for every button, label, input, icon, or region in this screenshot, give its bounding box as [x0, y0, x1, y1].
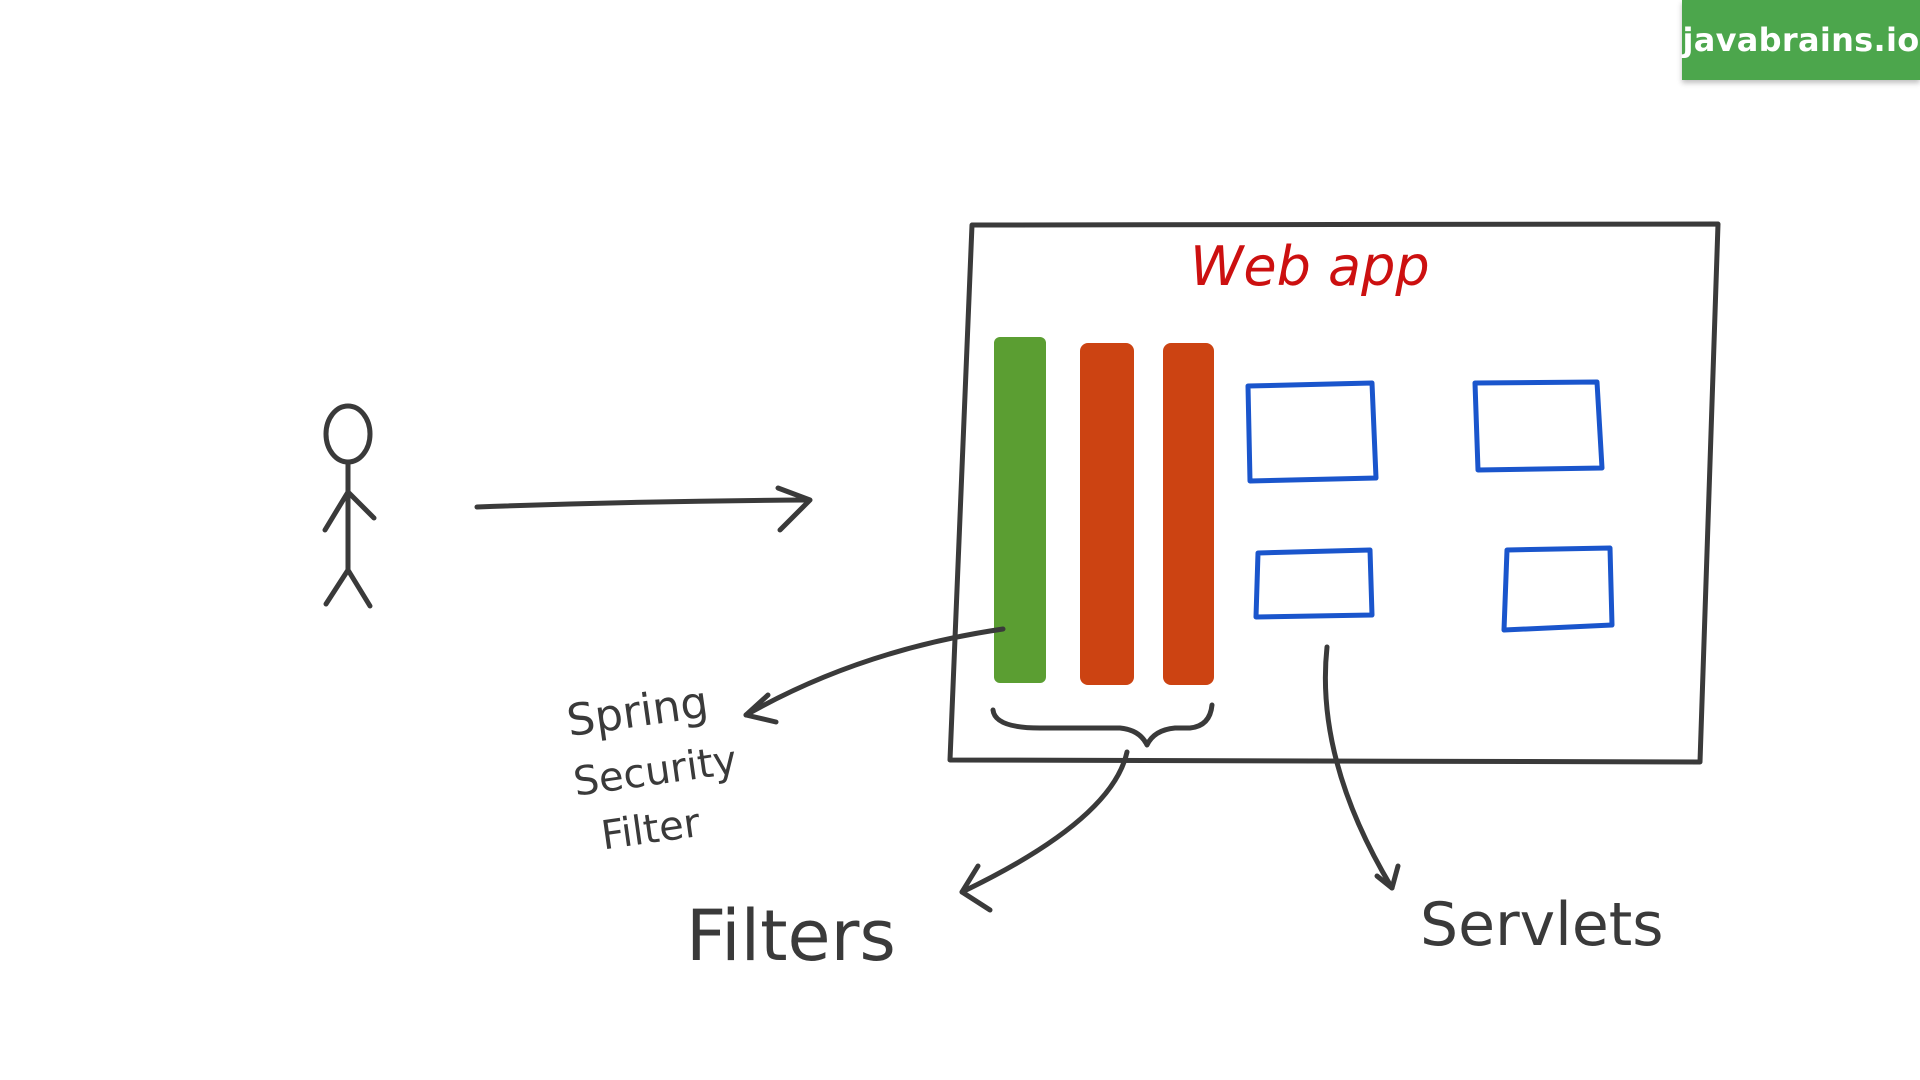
filter-bar [1080, 343, 1134, 685]
servlet-box [1253, 547, 1375, 620]
curved-arrow-icon [1322, 644, 1401, 891]
spring-security-filter-label: Spring Security Filter [564, 677, 740, 860]
javabrains-badge: javabrains.io [1682, 0, 1920, 80]
label-line-security: Security [571, 737, 740, 805]
filters-label: Filters [686, 895, 896, 977]
servlet-box [1501, 545, 1615, 633]
brace-icon [990, 702, 1215, 748]
servlet-box [1245, 380, 1379, 484]
filter-bar [1163, 343, 1214, 685]
spring-security-filter-bar [994, 337, 1046, 683]
label-line-filter: Filter [598, 800, 703, 859]
request-arrow-icon [474, 485, 813, 533]
label-line-spring: Spring [564, 677, 712, 747]
user-stick-figure-icon [322, 403, 377, 609]
curved-arrow-icon [743, 626, 1006, 725]
curved-arrow-icon [959, 749, 1130, 913]
javabrains-label: javabrains.io [1682, 21, 1920, 59]
servlets-label: Servlets [1420, 890, 1664, 960]
servlet-box [1472, 379, 1605, 473]
webapp-title: Web app [1190, 235, 1430, 298]
webapp-container [947, 221, 1721, 765]
